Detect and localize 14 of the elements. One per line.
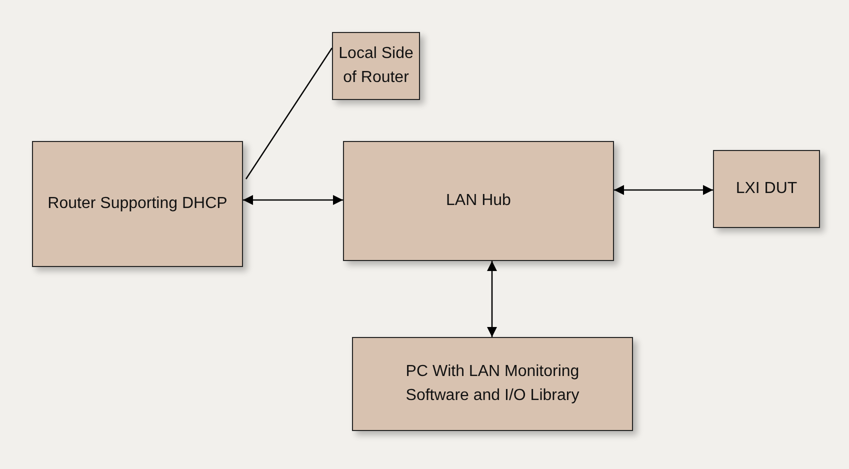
leader-line (245, 48, 333, 180)
block-box (343, 141, 614, 261)
block-box (713, 150, 820, 228)
box-label: Router Supporting DHCP (48, 194, 228, 214)
box-label: Local Side of Router (338, 44, 414, 88)
double-arrow (614, 185, 713, 195)
block-box (32, 141, 243, 267)
block-box (332, 32, 420, 100)
box-label: LXI DUT (736, 179, 798, 199)
block-box (352, 337, 633, 431)
box-label: LAN Hub (446, 191, 511, 211)
double-arrow (243, 195, 343, 205)
double-arrow (487, 261, 497, 337)
box-label: PC With LAN Monitoring Software and I/O Library (404, 362, 580, 406)
